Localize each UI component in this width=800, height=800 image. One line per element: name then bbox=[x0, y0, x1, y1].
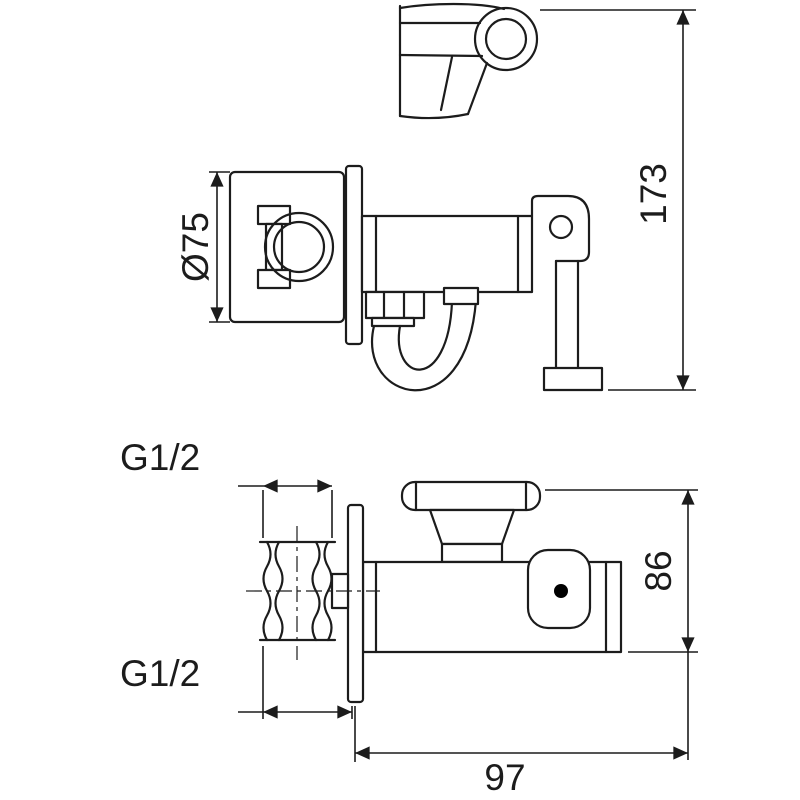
dimension-diameter-75: Ø75 bbox=[175, 171, 230, 323]
holder-neck bbox=[440, 542, 504, 564]
hose-nut bbox=[364, 290, 426, 320]
front-view: Ø75 173 bbox=[175, 2, 696, 392]
dimension-label-diameter: Ø75 bbox=[175, 212, 216, 282]
dimension-thread-top: G1/2 bbox=[120, 437, 333, 538]
valve-body bbox=[360, 214, 534, 328]
sprayer-holder bbox=[530, 194, 604, 392]
hose-fitting bbox=[442, 286, 480, 306]
dimension-thread-bottom: G1/2 bbox=[120, 646, 353, 719]
sprayer-swivel-outer bbox=[473, 6, 539, 72]
dimension-label-thread-bottom: G1/2 bbox=[120, 653, 200, 694]
sprayer-swivel-inner bbox=[484, 17, 528, 61]
sprayer-handle bbox=[466, 61, 489, 116]
holder-foot bbox=[542, 366, 604, 392]
holder-pivot bbox=[548, 214, 574, 240]
sprayer-holder-side bbox=[400, 480, 542, 564]
holder-taper bbox=[428, 508, 516, 546]
knob-outer bbox=[263, 211, 335, 283]
dimension-height-86: 86 bbox=[545, 489, 698, 760]
dimension-depth-97: 97 bbox=[354, 706, 688, 798]
hand-sprayer bbox=[398, 2, 539, 120]
centerlines bbox=[246, 526, 380, 660]
dimension-label-depth: 97 bbox=[484, 757, 525, 798]
control-knob-assembly bbox=[228, 170, 346, 324]
screw-hole-dot bbox=[554, 584, 568, 598]
inlet-thread bbox=[258, 540, 350, 642]
side-view: G1/2 G1/2 86 97 bbox=[120, 437, 698, 798]
dimension-label-thread-top: G1/2 bbox=[120, 437, 200, 478]
hose-collar bbox=[370, 316, 416, 328]
wall-flange-side bbox=[346, 503, 365, 704]
dimension-label-height-front: 173 bbox=[633, 163, 674, 225]
escutcheon-plate bbox=[228, 170, 346, 324]
shower-hose bbox=[371, 286, 480, 392]
holder-bar bbox=[400, 480, 542, 512]
wall-flange bbox=[344, 164, 364, 346]
dimension-label-height-side: 86 bbox=[638, 550, 679, 591]
valve-body-side bbox=[361, 548, 623, 654]
knob-inner bbox=[272, 220, 326, 274]
dimension-height-173: 173 bbox=[540, 9, 696, 391]
